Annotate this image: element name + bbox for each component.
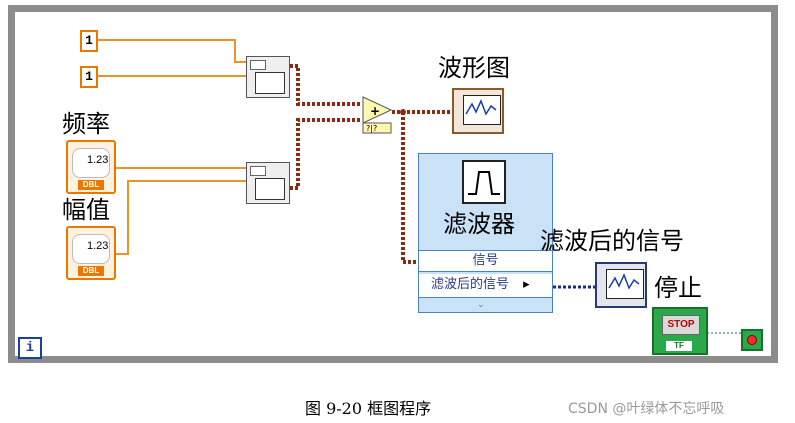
stop-type-tag: TF bbox=[666, 341, 692, 351]
filter-output-label: 滤波后的信号 bbox=[431, 277, 510, 292]
waveform-graph-terminal[interactable] bbox=[452, 88, 504, 134]
loop-condition-terminal[interactable] bbox=[741, 329, 763, 351]
waveform-icon bbox=[250, 60, 266, 70]
watermark: CSDN @叶绿体不忘呼吸 bbox=[568, 401, 725, 417]
expand-chevron-icon[interactable]: ⌄ bbox=[477, 300, 485, 310]
while-loop-frame bbox=[8, 5, 778, 363]
stop-label: 停止 bbox=[654, 274, 702, 302]
bandpass-icon bbox=[462, 160, 506, 204]
numeric-constant-2[interactable]: 1 bbox=[80, 66, 98, 88]
screen-icon bbox=[255, 72, 285, 94]
frequency-control[interactable]: 1.23 DBL bbox=[66, 140, 116, 194]
simulate-signal-vi-2[interactable] bbox=[246, 162, 290, 204]
amplitude-control[interactable]: 1.23 DBL bbox=[66, 226, 116, 280]
graph-icon bbox=[606, 269, 644, 299]
wire-signal1 bbox=[290, 64, 362, 106]
wire-amplitude bbox=[116, 180, 246, 255]
numeric-display: 1.23 bbox=[72, 148, 110, 178]
filter-output-filtered-signal[interactable]: 滤波后的信号 ▸ bbox=[419, 274, 552, 298]
wire-junction bbox=[400, 109, 406, 115]
frequency-value: 1.23 bbox=[87, 154, 109, 166]
output-arrow-icon: ▸ bbox=[523, 277, 530, 292]
amplitude-label: 幅值 bbox=[62, 196, 110, 224]
filter-input-signal[interactable]: 信号 bbox=[419, 250, 552, 272]
add-node[interactable]: + ?|? bbox=[362, 96, 393, 134]
filter-title: 滤波器 bbox=[443, 212, 515, 236]
waveform-graph-label: 波形图 bbox=[438, 54, 510, 82]
filtered-signal-graph-terminal[interactable] bbox=[595, 262, 647, 308]
amplitude-value: 1.23 bbox=[87, 240, 109, 252]
stop-button-terminal[interactable]: STOP TF bbox=[652, 307, 708, 355]
screen-icon bbox=[255, 178, 285, 200]
filtered-signal-label: 滤波后的信号 bbox=[540, 227, 684, 255]
numeric-constant-1[interactable]: 1 bbox=[80, 30, 98, 52]
amplitude-type-tag: DBL bbox=[78, 266, 104, 276]
iteration-terminal: i bbox=[18, 337, 42, 359]
stop-condition-icon bbox=[747, 335, 757, 345]
filter-label: 滤波器 bbox=[443, 210, 515, 238]
simulate-signal-vi-1[interactable] bbox=[246, 56, 290, 98]
wire-const1 bbox=[98, 39, 246, 63]
wire-signal2 bbox=[290, 118, 362, 190]
graph-icon bbox=[463, 95, 501, 125]
add-symbol: + bbox=[370, 104, 380, 118]
frequency-type-tag: DBL bbox=[78, 180, 104, 190]
stop-button-text: STOP bbox=[662, 315, 700, 335]
filter-express-vi[interactable]: 滤波器 信号 滤波后的信号 ▸ ⌄ bbox=[418, 153, 553, 313]
add-inputs: ?|? bbox=[366, 124, 377, 133]
wire-sum-filter bbox=[401, 112, 418, 264]
figure-caption: 图 9-20 框图程序 bbox=[305, 399, 432, 418]
numeric-display: 1.23 bbox=[72, 234, 110, 264]
waveform-icon bbox=[250, 166, 266, 176]
frequency-label: 频率 bbox=[62, 110, 110, 138]
